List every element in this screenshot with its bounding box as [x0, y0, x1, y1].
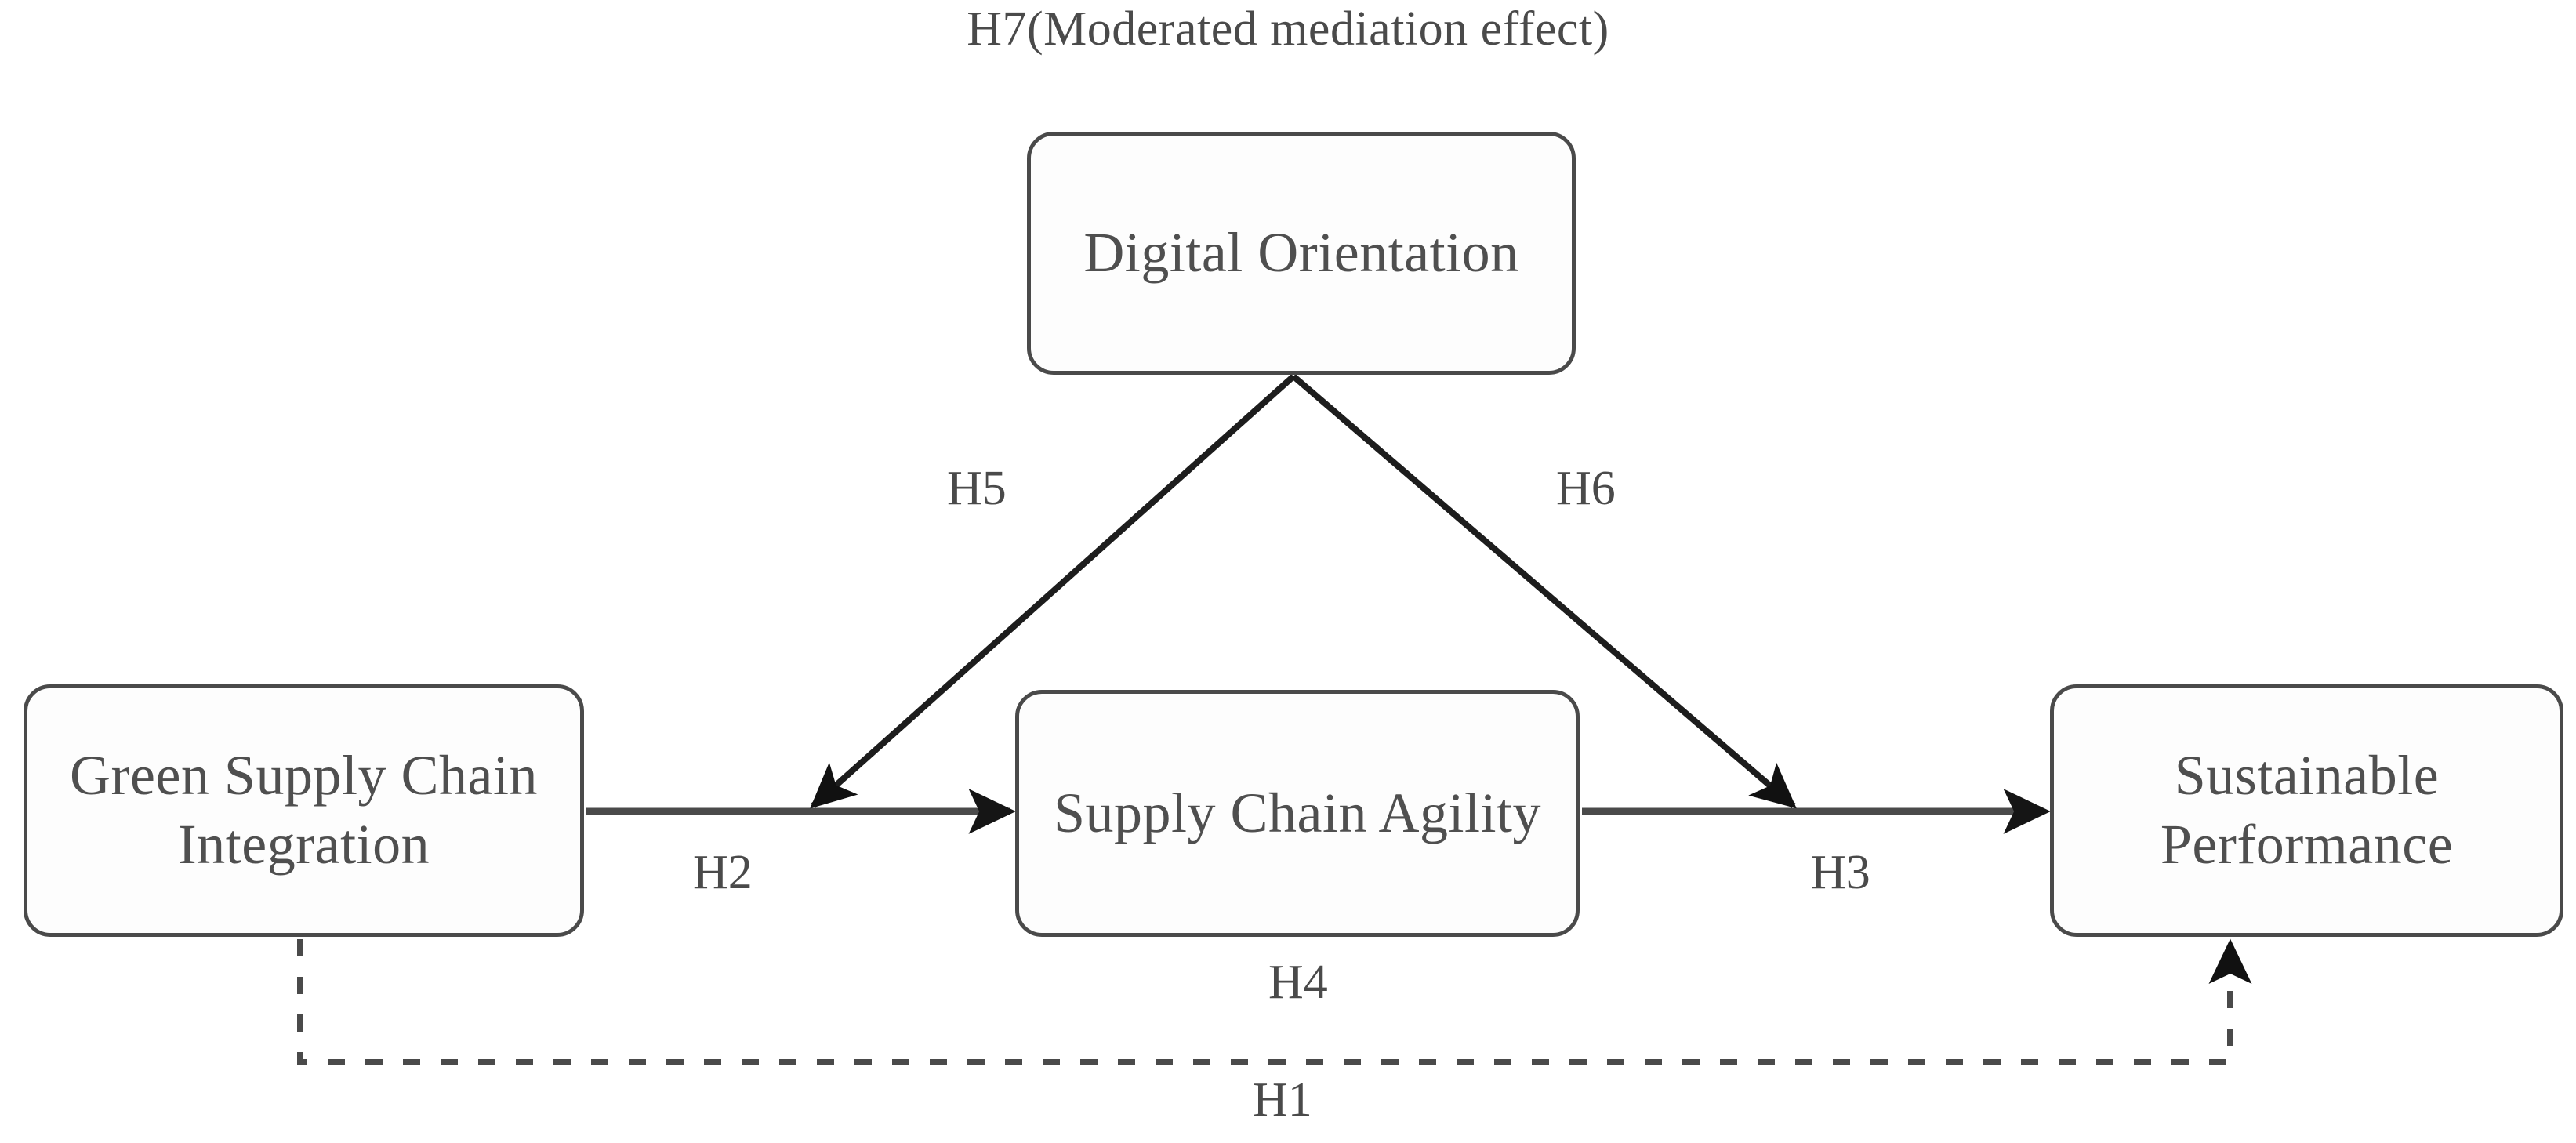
edge-label-h1: H1	[1253, 1073, 1312, 1127]
node-green-supply-chain-integration: Green Supply Chain Integration	[24, 684, 584, 937]
node-sustainable-performance: Sustainable Performance	[2050, 684, 2563, 937]
edge-label-h3: H3	[1811, 846, 1870, 899]
node-digital-orientation: Digital Orientation	[1027, 132, 1576, 375]
edge-label-h5: H5	[947, 462, 1007, 515]
edge-h6-arrow	[1291, 373, 1797, 809]
edge-h1-dashed-path	[297, 938, 2252, 1065]
diagram-title: H7(Moderated mediation effect)	[967, 2, 1609, 56]
node-sustainable-performance-label: Sustainable Performance	[2160, 744, 2454, 876]
edge-label-h2: H2	[693, 846, 753, 899]
node-digital-orientation-label: Digital Orientation	[1083, 221, 1519, 285]
edge-label-h4: H4	[1268, 956, 1328, 1009]
edge-h5-arrow	[810, 374, 1296, 809]
node-green-supply-chain-integration-label: Green Supply Chain Integration	[70, 744, 538, 876]
edge-label-h6: H6	[1556, 462, 1616, 515]
node-supply-chain-agility: Supply Chain Agility	[1015, 690, 1580, 937]
node-supply-chain-agility-label: Supply Chain Agility	[1053, 781, 1542, 844]
